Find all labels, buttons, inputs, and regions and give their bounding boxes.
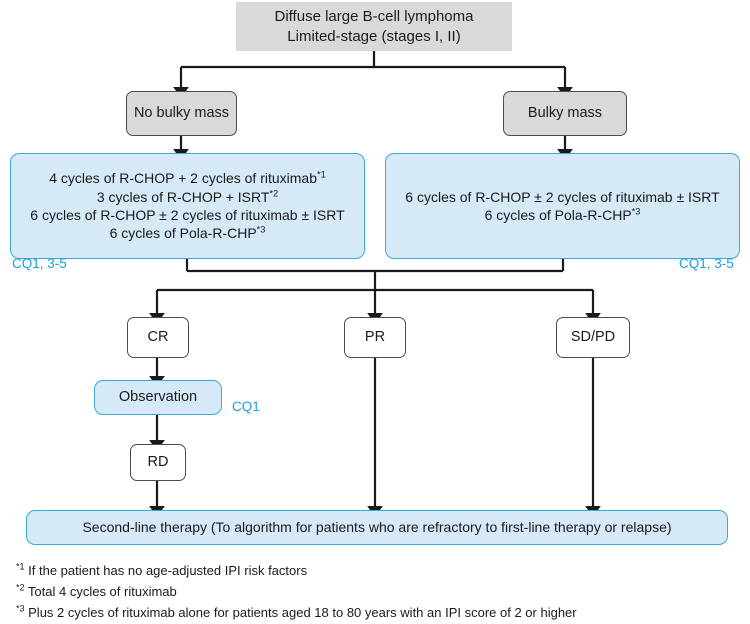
footnote-2-mark: *2 [16, 582, 25, 593]
footnote-ref-1: *1 [317, 169, 326, 180]
footnote-3: *3 Plus 2 cycles of rituximab alone for … [16, 603, 577, 620]
node-treatment-bulky: 6 cycles of R-CHOP ± 2 cycles of rituxim… [385, 153, 740, 259]
node-response-pr: PR [344, 317, 406, 358]
root-line-1: Diffuse large B-cell lymphoma [274, 7, 474, 25]
footnote-3-text: Plus 2 cycles of rituximab alone for pat… [28, 605, 577, 620]
footnote-3-mark: *3 [16, 603, 25, 614]
pr-label: PR [364, 328, 386, 345]
footnote-1-mark: *1 [16, 561, 25, 572]
footnote-2: *2 Total 4 cycles of rituximab [16, 582, 177, 599]
footnote-1-text: If the patient has no age-adjusted IPI r… [28, 563, 308, 578]
footnote-ref-2: *2 [269, 187, 279, 198]
node-response-sdpd: SD/PD [556, 317, 630, 358]
rd-label: RD [147, 453, 169, 470]
footnote-2-text: Total 4 cycles of rituximab [27, 584, 177, 599]
annotation-cq-left: CQ1, 3-5 [12, 256, 67, 271]
root-line-2: Limited-stage (stages I, II) [287, 27, 461, 45]
sdpd-label: SD/PD [570, 328, 616, 345]
bulky-mass-label: Bulky mass [527, 104, 603, 121]
treatment-no-bulky-line-3: 6 cycles of R-CHOP ± 2 cycles of rituxim… [30, 207, 345, 223]
annotation-cq-observation: CQ1 [232, 399, 260, 414]
cr-label: CR [147, 328, 169, 345]
treatment-no-bulky-line-4: 6 cycles of Pola-R-CHP*3 [109, 224, 266, 242]
second-line-therapy-label: Second-line therapy (To algorithm for pa… [82, 519, 672, 536]
node-second-line-therapy: Second-line therapy (To algorithm for pa… [26, 510, 728, 545]
no-bulky-mass-label: No bulky mass [133, 104, 230, 121]
node-treatment-no-bulky: 4 cycles of R-CHOP + 2 cycles of rituxim… [10, 153, 365, 259]
footnote-ref-3: *3 [256, 224, 266, 235]
node-root-diagnosis: Diffuse large B-cell lymphoma Limited-st… [236, 2, 512, 51]
observation-label: Observation [118, 388, 198, 405]
node-response-cr: CR [127, 317, 189, 358]
annotation-cq-right: CQ1, 3-5 [679, 256, 734, 271]
footnote-1: *1 If the patient has no age-adjusted IP… [16, 561, 308, 578]
node-bulky-mass: Bulky mass [503, 91, 627, 136]
node-rd: RD [130, 444, 186, 481]
treatment-no-bulky-line-2: 3 cycles of R-CHOP + ISRT*2 [96, 187, 279, 205]
footnote-ref-3b: *3 [631, 206, 641, 217]
node-observation: Observation [94, 380, 222, 415]
treatment-bulky-line-1: 6 cycles of R-CHOP ± 2 cycles of rituxim… [405, 188, 720, 205]
node-no-bulky-mass: No bulky mass [126, 91, 237, 136]
treatment-bulky-line-2: 6 cycles of Pola-R-CHP*3 [484, 206, 641, 223]
treatment-no-bulky-line-1: 4 cycles of R-CHOP + 2 cycles of rituxim… [49, 169, 326, 187]
